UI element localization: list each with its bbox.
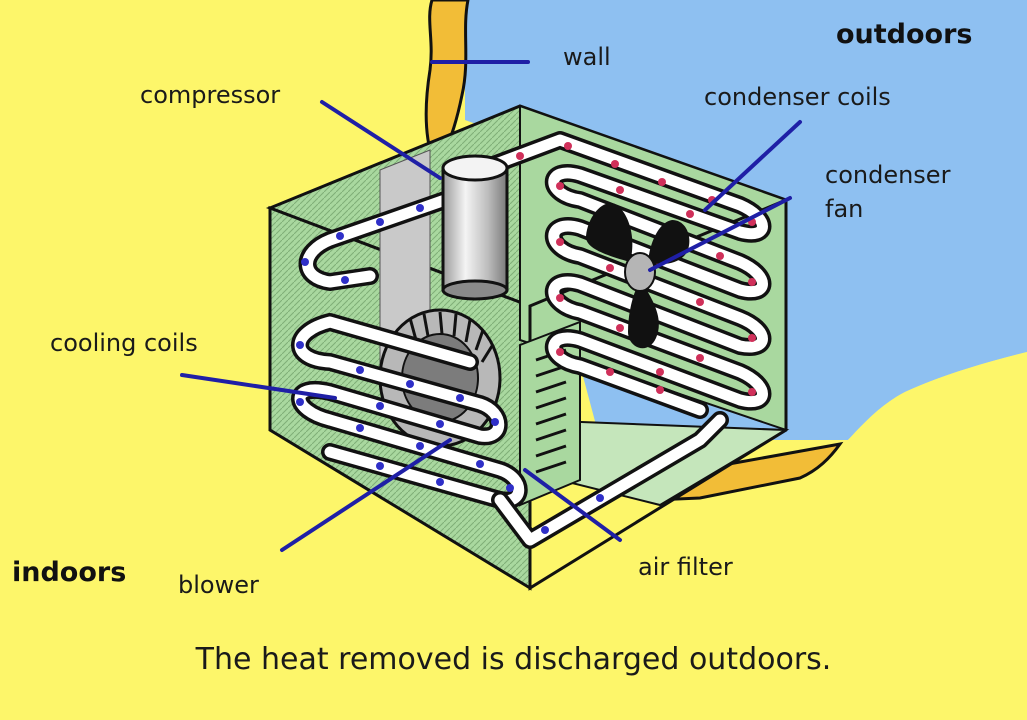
outdoor-ground bbox=[760, 352, 1027, 720]
wall-label: wall bbox=[563, 43, 611, 71]
leader-lines bbox=[180, 60, 802, 552]
cooling-coils-label: cooling coils bbox=[50, 329, 198, 357]
compressor-cylinder bbox=[441, 154, 509, 301]
condenser-coils bbox=[471, 131, 772, 419]
condenser-coil-markers bbox=[516, 142, 756, 396]
indoors-label: indoors bbox=[12, 557, 127, 588]
cooling-coil-markers bbox=[296, 204, 604, 534]
condenser-coils-label: condenser coils bbox=[704, 83, 891, 111]
wall-upper bbox=[424, 0, 470, 152]
condenser-fan-label-line2: fan bbox=[825, 195, 864, 223]
compressor-label: compressor bbox=[140, 81, 281, 109]
air-filter-label: air filter bbox=[638, 553, 733, 581]
blower-label: blower bbox=[178, 571, 259, 599]
condenser-fan-label-line1: condenser bbox=[825, 161, 951, 189]
outdoors-label: outdoors bbox=[836, 19, 973, 50]
caption: The heat removed is discharged outdoors. bbox=[195, 642, 832, 677]
unit-box bbox=[265, 104, 791, 591]
